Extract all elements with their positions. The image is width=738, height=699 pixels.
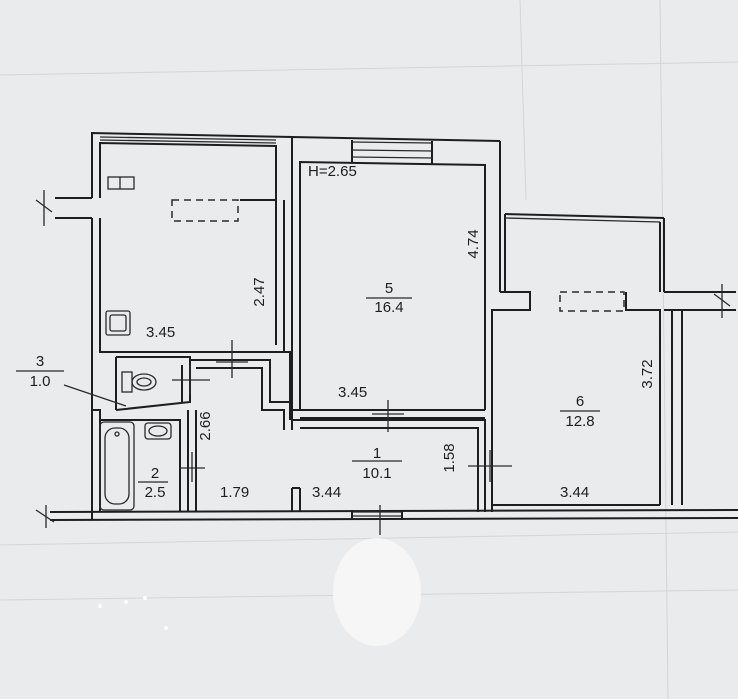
toilet-icon <box>121 371 157 393</box>
room2-number: 2 <box>151 465 159 482</box>
dim-kitchen-width: 3.45 <box>146 324 175 341</box>
dim-corridor-depth: 2.66 <box>197 411 214 440</box>
room3-area: 1.0 <box>30 373 51 390</box>
speck <box>164 626 168 630</box>
room5-number: 5 <box>385 280 393 297</box>
dim-corridor-width: 1.79 <box>220 484 249 501</box>
speck <box>98 604 102 608</box>
sink-icon <box>105 310 131 336</box>
room3-leader <box>63 384 127 407</box>
dim-hall-depth: 1.58 <box>441 443 458 472</box>
speck <box>124 600 128 604</box>
room6-number: 6 <box>576 393 584 410</box>
sanitary-fixtures <box>99 176 172 511</box>
room6-area: 12.8 <box>565 413 594 430</box>
speck <box>143 596 147 600</box>
dim-room5-depth: 4.74 <box>465 229 482 258</box>
stove-icon <box>107 176 135 190</box>
room3-number: 3 <box>36 353 44 370</box>
dim-room5-width: 3.45 <box>338 384 367 401</box>
bathtub-icon <box>99 421 135 511</box>
dashed-fixtures <box>171 199 625 312</box>
washbasin-icon <box>144 422 172 440</box>
room1-area: 10.1 <box>362 465 391 482</box>
white-sticker <box>333 538 421 646</box>
outer-walls <box>49 131 738 521</box>
door-marks <box>35 190 731 535</box>
inner-partitions <box>100 200 660 512</box>
dim-room6-width: 3.44 <box>560 484 589 501</box>
dim-hall-width: 3.44 <box>312 484 341 501</box>
room1-number: 1 <box>373 445 381 462</box>
dim-kitchen-depth: 2.47 <box>251 277 268 306</box>
dim-room6-depth: 3.72 <box>639 359 656 388</box>
ceiling-height-label: H=2.65 <box>308 163 357 180</box>
room5-area: 16.4 <box>374 299 403 316</box>
room2-area: 2.5 <box>145 484 166 501</box>
